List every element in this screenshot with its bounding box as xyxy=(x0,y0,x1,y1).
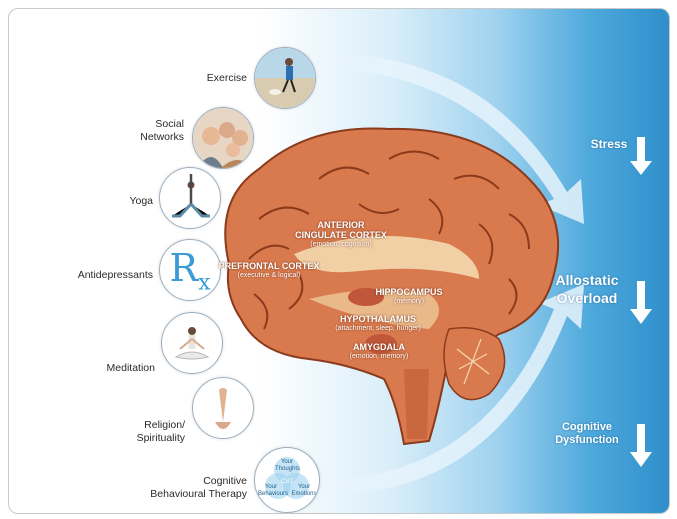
cbt-thoughts-label: Your Thoughts xyxy=(275,459,299,473)
cbt-center-label: CBT xyxy=(277,479,297,486)
label-exercise: Exercise xyxy=(169,72,247,85)
label-antidepressants: Antidepressants xyxy=(29,269,153,282)
arrow-down-allostatic xyxy=(626,281,656,326)
label-hypothalamus: HYPOTHALAMUS (attachment, sleep, hunger) xyxy=(323,314,433,333)
yoga-image xyxy=(159,167,221,229)
rx-icon: Rx xyxy=(160,246,220,296)
label-cognitive-dysfunction: Cognitive Dysfunction xyxy=(537,421,637,447)
exercise-image xyxy=(254,47,316,109)
label-allostatic-overload: Allostatic Overload xyxy=(537,271,637,307)
label-religion-spirituality: Religion/ Spirituality xyxy=(99,419,185,445)
label-yoga: Yoga xyxy=(73,195,153,208)
cbt-behaviours-label: Your Behaviours xyxy=(258,484,284,498)
religion-spirituality-image xyxy=(192,377,254,439)
label-social-networks: Social Networks xyxy=(104,118,184,144)
figure-frame: Rx Your Thoughts Your Behaviours Your Em… xyxy=(8,8,670,514)
meditation-image xyxy=(161,312,223,374)
label-hippocampus: HIPPOCAMPUS (memory) xyxy=(369,287,449,306)
label-anterior-cingulate-cortex: ANTERIOR CINGULATE CORTEX (emotion, cogn… xyxy=(281,220,401,249)
arrow-down-cognitive xyxy=(626,424,656,469)
cbt-emotions-label: Your Emotions xyxy=(291,484,317,498)
antidepressants-rx-image: Rx xyxy=(159,239,221,301)
arrow-down-stress xyxy=(626,137,656,177)
label-prefrontal-cortex: PREFRONTAL CORTEX (executive & logical) xyxy=(214,261,324,280)
label-cbt: Cognitive Behavioural Therapy xyxy=(117,475,247,501)
label-meditation: Meditation xyxy=(59,362,155,375)
label-amygdala: AMYGDALA (emotion, memory) xyxy=(334,342,424,361)
social-networks-image xyxy=(192,107,254,169)
cbt-diagram: Your Thoughts Your Behaviours Your Emoti… xyxy=(254,447,320,513)
